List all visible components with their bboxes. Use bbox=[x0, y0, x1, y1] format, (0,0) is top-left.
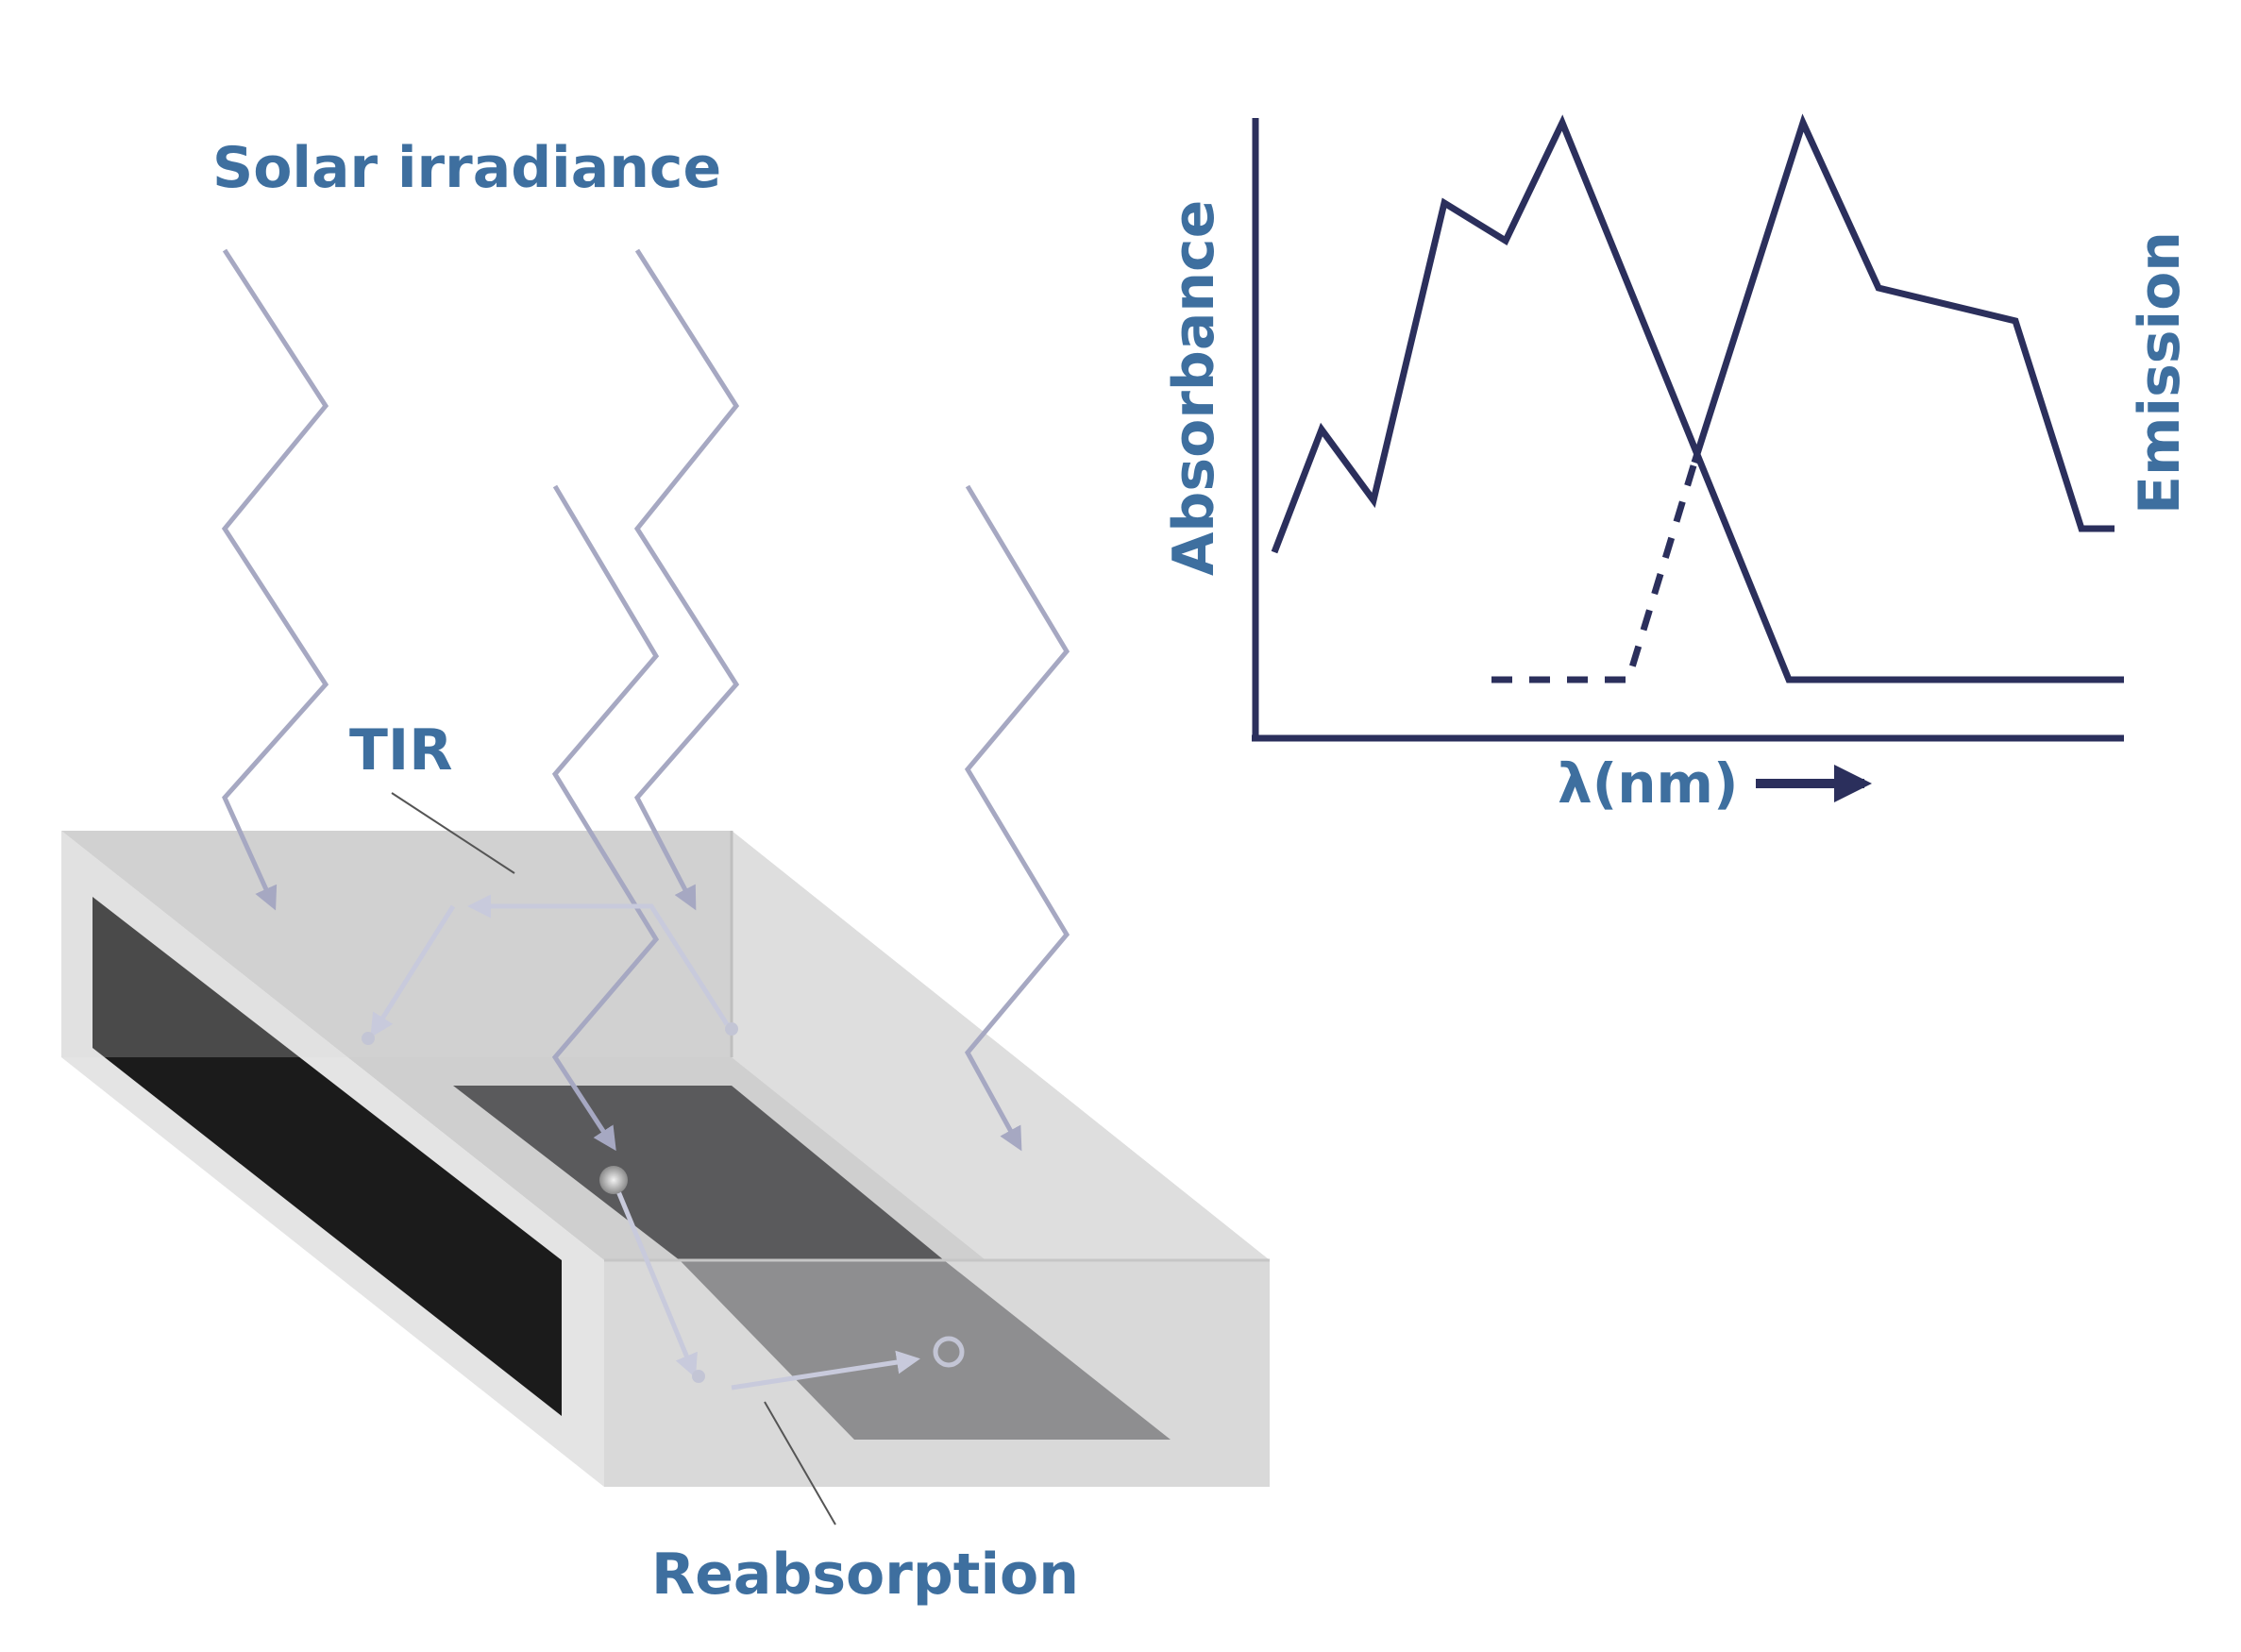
solar-ray-4 bbox=[964, 484, 1070, 1152]
emission-curve bbox=[1691, 113, 2115, 532]
slab-left-window bbox=[93, 897, 562, 1416]
wavelength-axis-label: λ(nm) bbox=[1558, 751, 1738, 816]
absorbance-curve bbox=[1271, 114, 2124, 683]
internal-rays bbox=[370, 894, 920, 1391]
emission-ray bbox=[611, 1179, 698, 1378]
solar-ray-1 bbox=[221, 248, 329, 911]
luminophore-dot bbox=[725, 1022, 738, 1036]
slab-top-glaze bbox=[61, 831, 732, 1057]
solar-rays bbox=[221, 248, 1070, 1152]
luminophore-dot bbox=[599, 1166, 628, 1194]
solar-cell-dark bbox=[453, 1086, 944, 1260]
solar-cell-mid bbox=[680, 1260, 1171, 1440]
solar-ray-2 bbox=[633, 248, 740, 911]
reabsorption-label: Reabsorption bbox=[651, 1542, 1079, 1608]
emission-axis-label: Emission bbox=[2127, 231, 2193, 514]
emission-curve-dashed bbox=[1491, 461, 1698, 683]
spectrum-chart: Absorbance Emission λ(nm) bbox=[1161, 113, 2193, 816]
tir-ray-down bbox=[370, 904, 456, 1038]
luminophore-dot bbox=[692, 1370, 705, 1383]
solar-ray-3 bbox=[551, 484, 660, 1152]
tir-leader-line bbox=[391, 792, 515, 874]
solar-irradiance-label: Solar irradiance bbox=[212, 135, 721, 201]
luminophore-dot bbox=[933, 1336, 965, 1368]
luminophore-dot bbox=[362, 1032, 375, 1045]
absorbance-axis-label: Absorbance bbox=[1161, 200, 1227, 576]
reabsorption-ray bbox=[731, 1350, 920, 1391]
tir-label: TIR bbox=[349, 717, 452, 784]
tir-ray bbox=[467, 894, 730, 1026]
reabsorption-leader-line bbox=[764, 1401, 836, 1526]
concentrator-slab bbox=[61, 831, 1270, 1487]
